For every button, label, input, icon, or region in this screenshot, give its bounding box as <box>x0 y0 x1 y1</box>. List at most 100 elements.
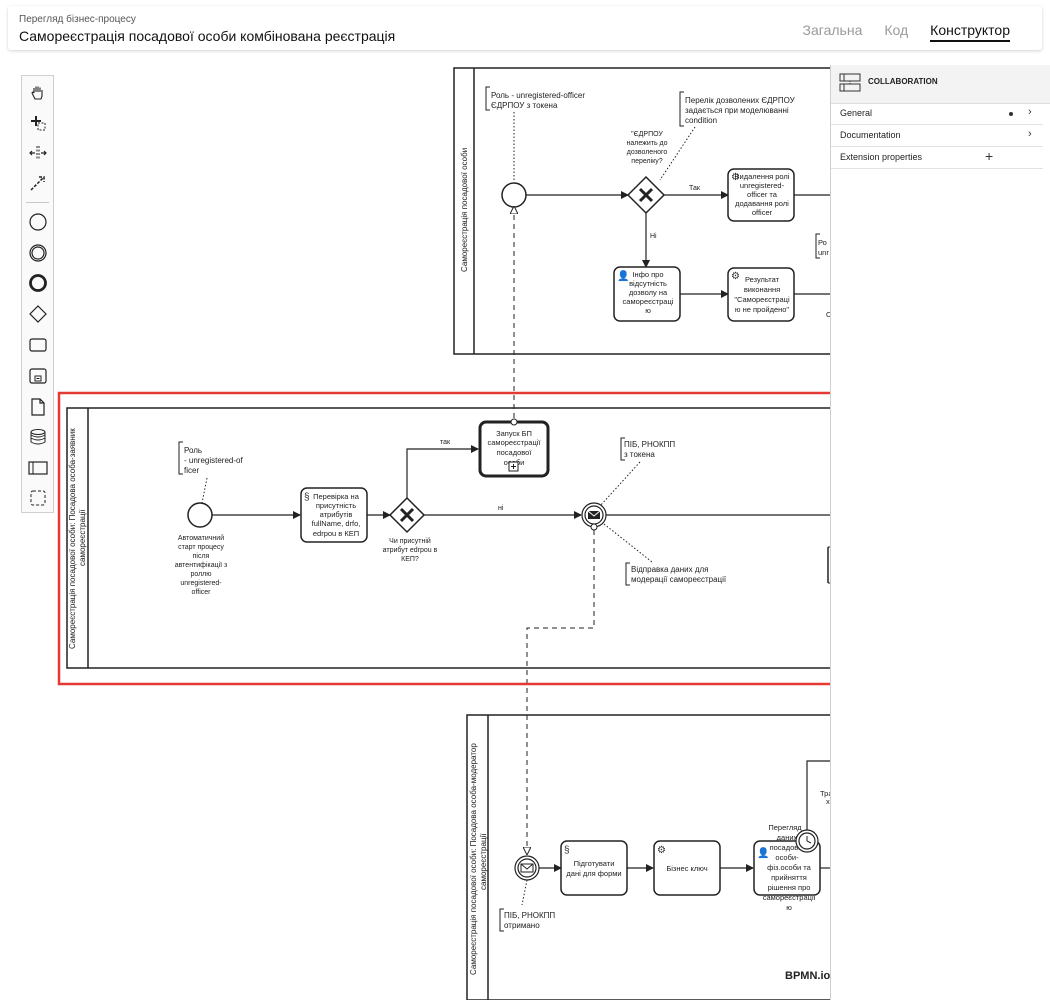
task-check-attributes[interactable]: § Перевірка на присутність атрибутів ful… <box>300 487 368 543</box>
pool2-start-event[interactable] <box>187 502 213 528</box>
flow-label-so: так <box>440 439 451 446</box>
svg-text:ПІБ, РНОКПП: ПІБ, РНОКПП <box>504 911 555 920</box>
tab-constructor[interactable]: Конструктор <box>930 22 1010 42</box>
section-documentation[interactable]: Documentation › <box>831 126 1043 147</box>
pool2-label-line1: Самореєстрація посадової особи: Посадова… <box>68 428 77 649</box>
data-object-icon[interactable] <box>22 394 53 420</box>
task-info-no-permission[interactable]: 👤 Інфо про відсутність дозволу на саморе… <box>613 266 681 322</box>
svg-text:отримано: отримано <box>504 921 540 930</box>
participant-icon[interactable] <box>22 455 53 481</box>
svg-text:з токена: з токена <box>624 450 655 459</box>
svg-text:посадової: посадової <box>770 843 806 852</box>
svg-text:Підготувати: Підготувати <box>574 859 615 868</box>
svg-text:Відправка даних для: Відправка даних для <box>631 565 709 574</box>
annotation-list-line2: задається при моделюванні <box>685 106 789 115</box>
svg-text:ю не пройдено": ю не пройдено" <box>735 305 790 314</box>
lasso-tool-icon[interactable] <box>22 110 53 136</box>
cut-text-h: х <box>826 797 830 806</box>
start-event-icon[interactable] <box>22 209 53 235</box>
svg-text:officer: officer <box>752 208 773 217</box>
pool3-label-line1: Самореєстрація посадової особи: Посадова… <box>469 743 478 975</box>
svg-text:відсутність: відсутність <box>629 279 667 288</box>
svg-text:самореєстрації: самореєстрації <box>488 438 542 447</box>
start-event-label: Автоматичний старт процесу після автенти… <box>175 534 228 596</box>
svg-text:Видалення ролі: Видалення ролі <box>735 172 790 181</box>
chevron-right-icon: › <box>1028 128 1032 140</box>
svg-text:атрибутів: атрибутів <box>320 510 353 519</box>
svg-text:Чи присутній: Чи присутній <box>389 537 431 545</box>
intermediate-event-icon[interactable] <box>22 240 53 266</box>
task-review-decision[interactable]: 👤 Перегляд даних посадової особи- фіз.ос… <box>753 823 821 912</box>
subprocess-launch[interactable]: Запуск БП самореєстрації посадової особи <box>478 420 550 478</box>
data-store-icon[interactable] <box>22 424 53 450</box>
svg-text:officer та: officer та <box>747 190 778 199</box>
changed-indicator <box>1009 112 1013 116</box>
message-throw-event[interactable] <box>581 502 607 528</box>
svg-text:unregistered-: unregistered- <box>740 181 785 190</box>
svg-text:"Самореєстраці: "Самореєстраці <box>734 295 790 304</box>
task-delete-role[interactable]: ⚙ Видалення ролі unregistered- officer т… <box>727 168 795 222</box>
section-general[interactable]: General › <box>831 104 1043 125</box>
bpmn-canvas[interactable]: Самореєстрація посадової особи Роль - un… <box>0 55 1050 1000</box>
breadcrumb: Перегляд бізнес-процесу <box>19 14 136 25</box>
svg-text:дозволу на: дозволу на <box>629 288 668 297</box>
connect-tool-icon[interactable] <box>22 170 53 196</box>
timer-boundary-event[interactable] <box>795 829 819 853</box>
svg-text:після: після <box>193 552 210 560</box>
svg-text:самореєстраціі: самореєстраціі <box>763 893 816 902</box>
gateway-attr-label: Чи присутній атрибут edrpou в КЕП? <box>383 537 438 563</box>
svg-text:посадової: посадової <box>497 448 533 457</box>
annotation-role-line2: ЄДРПОУ з токена <box>491 101 558 110</box>
task-business-key[interactable]: ⚙ Бізнес ключ <box>653 840 721 896</box>
message-catch-event[interactable] <box>514 855 540 881</box>
svg-text:edrpou в КЕП: edrpou в КЕП <box>313 529 359 538</box>
bpmn-io-logo[interactable]: BPMN.io <box>785 970 831 982</box>
svg-text:належить до: належить до <box>626 140 667 147</box>
add-icon[interactable]: + <box>985 148 994 164</box>
process-header: Перегляд бізнес-процесу Самореєстрація п… <box>8 6 1042 50</box>
task-prepare-form[interactable]: § Підготувати дані для форми <box>560 840 628 896</box>
selection-outline <box>57 391 838 686</box>
pool1-exclusive-gateway[interactable] <box>626 175 666 215</box>
svg-text:КЕП?: КЕП? <box>401 556 419 563</box>
svg-text:ю: ю <box>645 306 651 315</box>
svg-text:автентифікації з: автентифікації з <box>175 561 228 569</box>
section-extension-properties[interactable]: Extension properties + <box>831 148 1043 169</box>
subprocess-icon[interactable] <box>22 363 53 389</box>
cut-text-tra: Тра <box>820 789 833 798</box>
svg-text:переліку?: переліку? <box>631 157 663 165</box>
script-icon: § <box>564 845 570 856</box>
svg-text:Інфо про: Інфо про <box>632 270 663 279</box>
pool2-label-line2: самореєстрації <box>78 509 87 566</box>
space-tool-icon[interactable] <box>22 140 53 166</box>
svg-text:присутність: присутність <box>316 501 356 510</box>
group-icon[interactable] <box>22 485 53 511</box>
svg-text:Автоматичний: Автоматичний <box>178 534 224 542</box>
cut-text-1: Ро <box>818 238 827 247</box>
svg-text:Перегляд: Перегляд <box>768 823 802 832</box>
chevron-right-icon: › <box>1028 106 1032 118</box>
svg-text:Запуск БП: Запуск БП <box>496 429 532 438</box>
annotation-role-applicant: Роль - unregistered-of ficer <box>178 441 243 475</box>
tab-general[interactable]: Загальна <box>802 22 863 38</box>
task-result[interactable]: ⚙ Результат виконання "Самореєстраці ю н… <box>727 267 795 322</box>
svg-text:фіз.особи та: фіз.особи та <box>767 863 811 872</box>
hand-tool-icon[interactable] <box>22 80 53 106</box>
svg-text:ю: ю <box>786 903 792 912</box>
gear-icon: ⚙ <box>731 271 740 282</box>
annotation-list-line3: condition <box>685 116 717 125</box>
pool2-exclusive-gateway[interactable] <box>388 496 426 534</box>
pool3-label-line2: самореєстрації <box>479 833 488 890</box>
user-icon: 👤 <box>757 846 769 859</box>
cut-text-2: unr <box>818 248 829 257</box>
tab-code[interactable]: Код <box>884 22 909 38</box>
end-event-icon[interactable] <box>22 270 53 296</box>
pool1-start-event[interactable] <box>501 182 527 208</box>
gear-icon: ⚙ <box>657 845 666 856</box>
svg-text:- unregistered-of: - unregistered-of <box>184 456 243 465</box>
svg-text:модерації самореєстрації: модерації самореєстрації <box>631 575 727 584</box>
gateway-question-label: "ЄДРПОУ належить до дозволеного переліку… <box>626 131 667 165</box>
task-icon[interactable] <box>22 332 53 358</box>
user-icon: 👤 <box>617 269 629 282</box>
gateway-icon[interactable] <box>22 301 53 327</box>
